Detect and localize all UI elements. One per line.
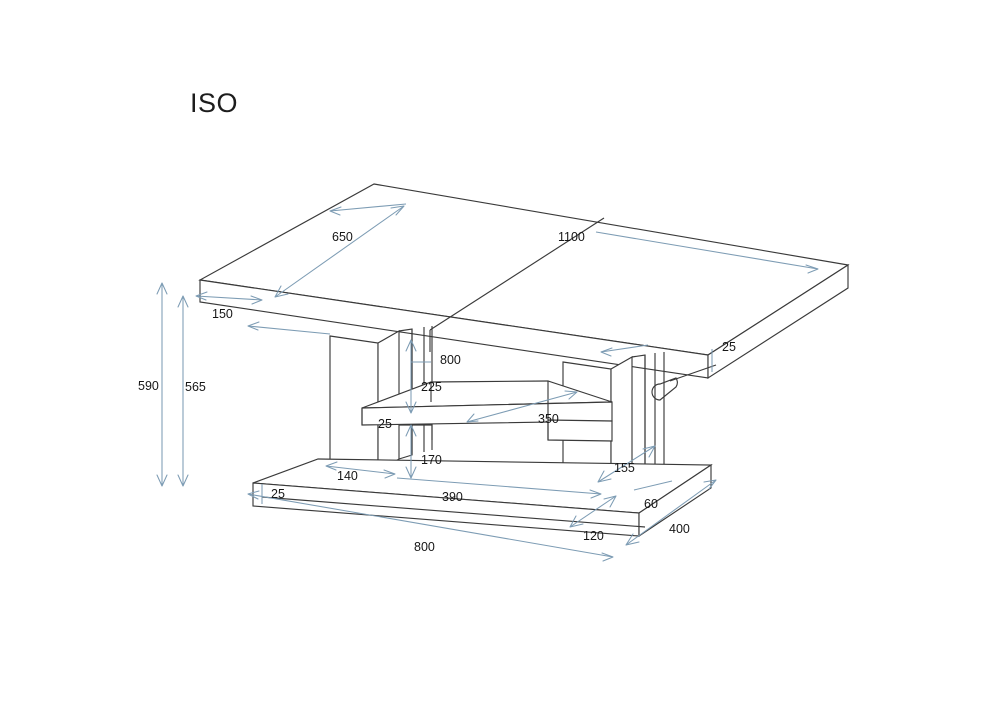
dimension-label-590: 590 xyxy=(138,379,159,393)
arrowhead-150-lower xyxy=(247,321,260,331)
tabletop-group xyxy=(198,183,850,380)
dimline-120 xyxy=(569,495,617,528)
arrowhead-350-b xyxy=(466,413,479,423)
arrowhead-155-b xyxy=(642,445,656,458)
arrowhead-800-base-b xyxy=(601,552,614,562)
dimension-label-25-top: 25 xyxy=(722,340,736,354)
dimline-650 xyxy=(274,205,405,298)
dimension-lines-group xyxy=(156,203,819,562)
arrowhead-650-top xyxy=(329,206,342,216)
dimline-150-lower xyxy=(247,325,331,335)
arrowhead-170-bot xyxy=(405,466,417,479)
arrowhead-155-a xyxy=(597,470,612,483)
dimension-label-1100: 1100 xyxy=(558,230,585,244)
arrowhead-140-a xyxy=(325,461,338,471)
dimension-label-150: 150 xyxy=(212,307,233,321)
shelf-under-notch xyxy=(399,424,433,440)
arrowhead-170-top xyxy=(405,424,417,437)
arrowhead-800-base-a xyxy=(247,490,260,500)
base-sub-plinth-line xyxy=(261,496,646,528)
dimension-label-25-shelf: 25 xyxy=(378,417,392,431)
dimension-label-140: 140 xyxy=(337,469,358,483)
dimline-150 xyxy=(195,295,263,301)
arrowhead-800-vert-top xyxy=(405,339,417,352)
tabletop-right-edge-band xyxy=(707,263,849,380)
arrowhead-140-b xyxy=(383,469,396,479)
dimline-60 xyxy=(633,480,673,491)
dimension-label-155: 155 xyxy=(614,461,635,475)
dimline-1100 xyxy=(595,231,819,270)
arrowhead-590-top xyxy=(156,282,168,295)
dimension-label-565: 565 xyxy=(185,380,206,394)
arrowhead-150-b xyxy=(250,295,263,305)
arrowhead-800-vert-bot xyxy=(405,401,417,414)
dimline-155 xyxy=(597,445,656,483)
arrowhead-650-b xyxy=(274,285,289,298)
dimension-label-800-vert: 800 xyxy=(440,353,461,367)
extension-lever-arm xyxy=(669,364,717,382)
dimension-label-225: 225 xyxy=(421,380,442,394)
dimline-155-upper xyxy=(600,344,649,353)
arrowhead-390-b xyxy=(589,489,602,499)
dimension-label-120: 120 xyxy=(583,529,604,543)
left-column-front-face xyxy=(329,335,379,473)
tabletop-extension-seam xyxy=(429,217,605,331)
arrowhead-565-bot xyxy=(177,474,189,487)
arrowhead-350-a xyxy=(564,390,578,400)
dimension-label-350: 350 xyxy=(538,412,559,426)
dimension-label-800-base: 800 xyxy=(414,540,435,554)
dimline-650-top xyxy=(329,203,407,212)
dimline-400 xyxy=(625,479,717,546)
dimline-350 xyxy=(466,391,578,423)
dimline-140 xyxy=(325,465,396,475)
arrowhead-590-bot xyxy=(156,474,168,487)
dimension-label-25-base: 25 xyxy=(271,487,285,501)
dimension-label-170: 170 xyxy=(421,453,442,467)
arrowhead-150-a xyxy=(195,291,208,301)
arrowhead-650-a xyxy=(390,205,405,216)
arrowhead-120-b xyxy=(603,495,617,508)
view-title: ISO xyxy=(190,88,239,118)
dimline-800-base xyxy=(247,493,614,558)
dimension-label-60: 60 xyxy=(644,497,658,511)
dimension-label-390: 390 xyxy=(442,490,463,504)
arrowhead-565-top xyxy=(177,295,189,308)
dimension-label-650: 650 xyxy=(332,230,353,244)
arrowhead-1100-a xyxy=(805,264,819,274)
dimline-390 xyxy=(396,477,602,495)
arrowhead-400-a xyxy=(703,479,717,490)
arrowhead-400-b xyxy=(625,533,640,546)
middle-shelf-group xyxy=(361,380,613,442)
extension-lever-slot-icon xyxy=(651,377,678,401)
base-plinth-group xyxy=(252,458,713,538)
dimension-label-400: 400 xyxy=(669,522,690,536)
arrowhead-155-upper xyxy=(600,347,613,357)
arrowhead-120-a xyxy=(569,515,584,528)
